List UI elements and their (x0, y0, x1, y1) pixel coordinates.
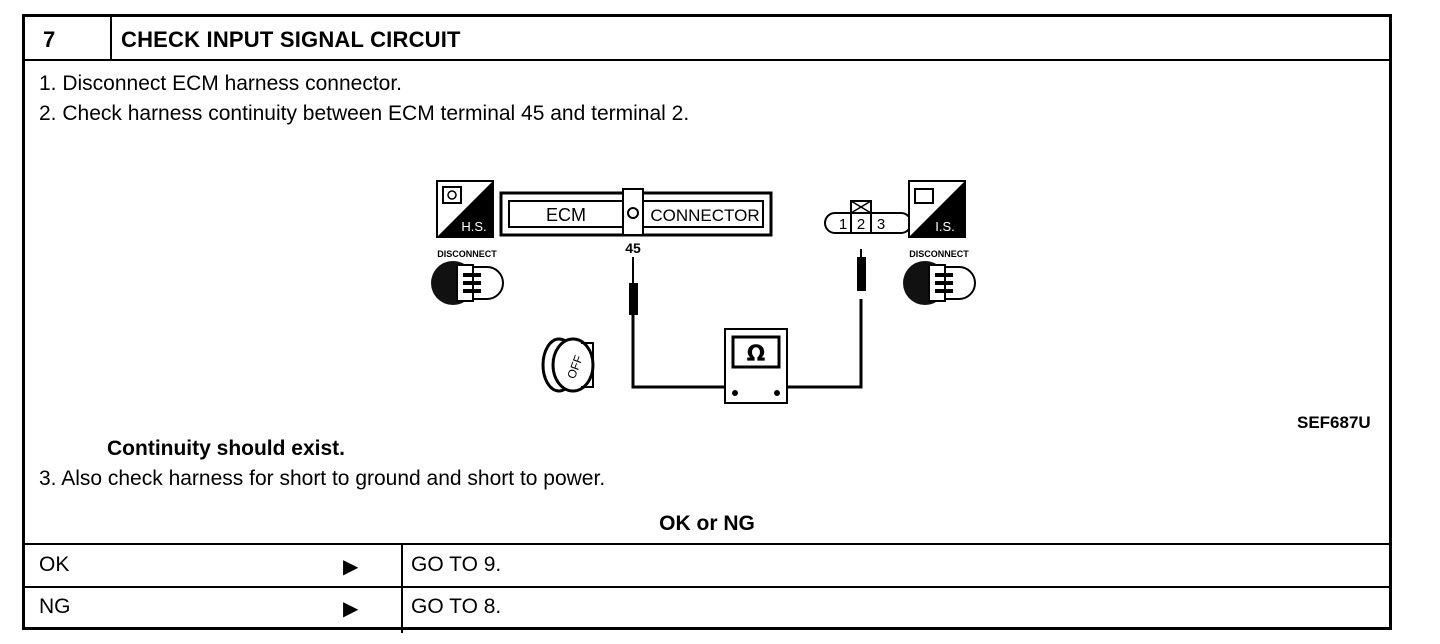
ignition-key-icon: OFF (541, 337, 595, 393)
instruction-1: 1. Disconnect ECM harness connector. (39, 72, 403, 95)
result-divider (401, 543, 403, 633)
connector-label: CONNECTOR (650, 206, 759, 225)
result-ng-action: GO TO 8. (411, 595, 502, 618)
step-number: 7 (43, 27, 56, 52)
ecm-connector: ECM CONNECTOR (499, 188, 773, 237)
instruction-3: 3. Also check harness for short to groun… (39, 467, 606, 490)
hs-badge-label: H.S. (461, 219, 486, 234)
result-ok-label: OK (39, 553, 70, 576)
pin-3-label: 3 (877, 216, 885, 233)
instruction-2: 2. Check harness continuity between ECM … (39, 102, 690, 125)
ohmmeter-icon: Ω (724, 328, 788, 404)
result-header: OK or NG (659, 512, 755, 535)
header-divider (110, 17, 112, 59)
pin-1-label: 1 (839, 216, 847, 233)
disconnect-right-label: DISCONNECT (909, 249, 969, 259)
disconnect-left-label: DISCONNECT (437, 249, 497, 259)
sensor-connector: 1 2 3 (824, 200, 912, 234)
header-rule (25, 59, 1389, 61)
continuity-note: Continuity should exist. (107, 437, 346, 460)
is-badge-icon: I.S. (908, 180, 966, 238)
pin-2-label: 2 (857, 216, 865, 233)
result-ok-action: GO TO 9. (411, 553, 502, 576)
continuity-diagram: H.S. DISCONNECT ECM CONNECTOR 45 (431, 180, 976, 404)
result-rule-top (25, 543, 1389, 545)
left-plug-icon (431, 261, 504, 305)
ecm-label: ECM (546, 205, 586, 225)
terminal-45-label: 45 (625, 240, 641, 256)
procedure-table: 7 CHECK INPUT SIGNAL CIRCUIT 1. Disconne… (22, 14, 1392, 633)
result-ng-arrow-icon: ▶ (343, 598, 359, 620)
figure-reference: SEF687U (1297, 413, 1371, 432)
result-rule-mid (25, 586, 1389, 588)
hs-badge-icon: H.S. (436, 180, 494, 238)
is-badge-label: I.S. (935, 219, 955, 234)
step-title: CHECK INPUT SIGNAL CIRCUIT (121, 27, 461, 52)
ohm-symbol: Ω (747, 342, 766, 367)
right-plug-icon (903, 261, 976, 305)
result-ok-arrow-icon: ▶ (343, 556, 359, 578)
result-ng-label: NG (39, 595, 71, 618)
